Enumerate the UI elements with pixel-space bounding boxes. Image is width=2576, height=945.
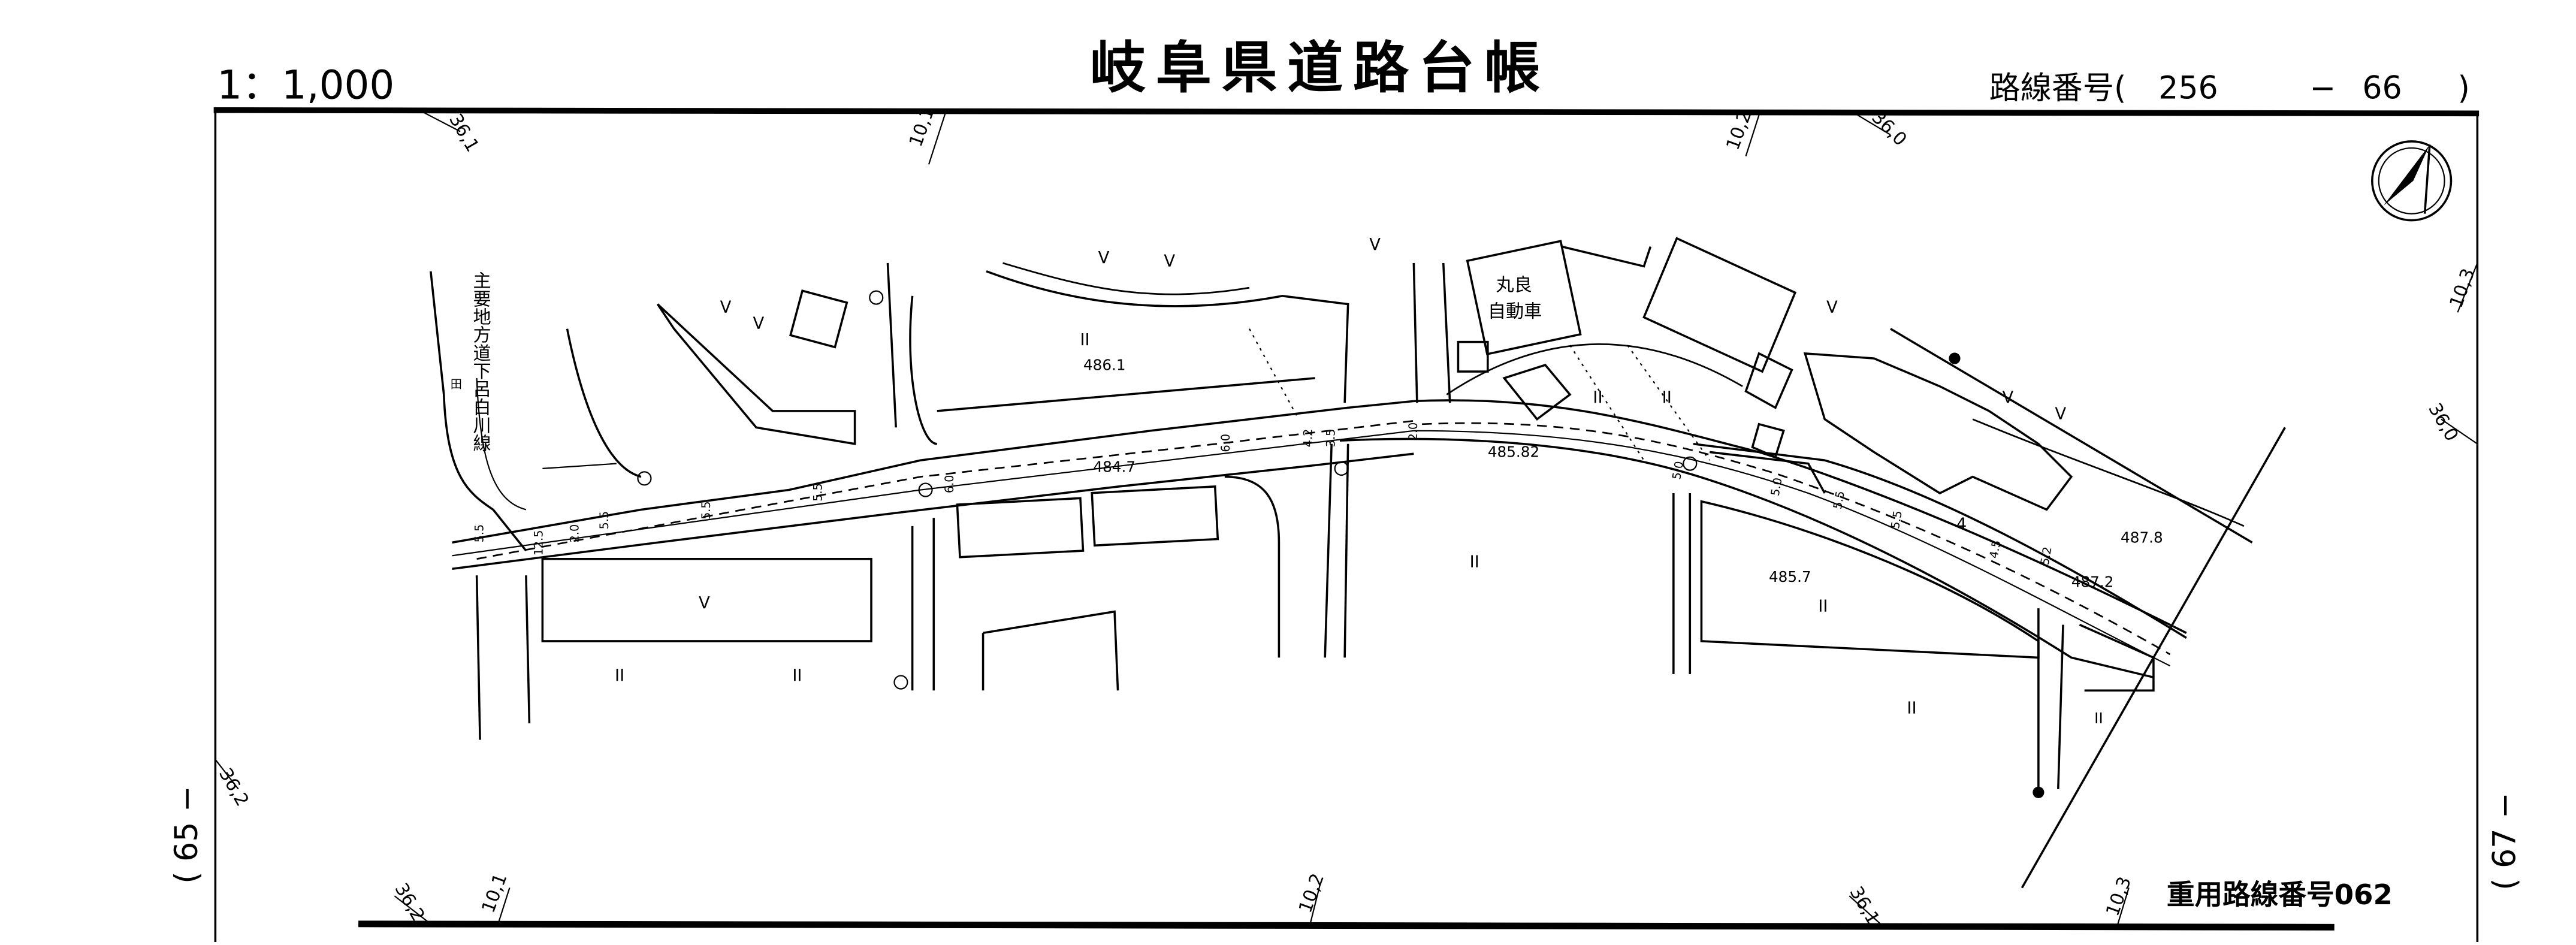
width-label: 2.0 [568, 524, 582, 543]
building-label-line1: 丸良 [1496, 275, 1532, 296]
width-label: 4.5 [1987, 539, 2004, 560]
grid-label: 36,2 [215, 765, 253, 810]
route-number-main: 256 [2158, 71, 2218, 107]
utility-markers [637, 290, 2045, 798]
grid-label: 10,2 [1295, 871, 1328, 916]
width-label: 12.5 [531, 530, 545, 556]
land-use-symbol: V [1369, 236, 1381, 254]
width-label: 5.2 [2038, 546, 2055, 566]
elevation-label: 484.7 [1093, 458, 1136, 475]
road-prefectural-route [452, 262, 2187, 789]
width-label: 3.5 [1324, 429, 1338, 448]
width-label: 6.0 [943, 475, 956, 494]
width-label: 4 [1956, 515, 1967, 533]
scale-label: 1：1,000 [217, 62, 394, 108]
route-number: 路線番号( 256 − 66 ) [1989, 71, 2470, 107]
width-label: 5.5 [597, 511, 611, 530]
field-symbol: 田 [451, 377, 462, 391]
width-label: 6.0 [1219, 434, 1233, 452]
adjacent-sheet-left: ( 65 − [169, 786, 205, 883]
land-use-symbol: II [1080, 331, 1089, 349]
width-label: 5.5 [1888, 509, 1905, 530]
elevation-labels: 486.1 484.7 485.82 485.7 487.8 487.2 [1083, 356, 2163, 590]
width-label: 5.5 [473, 524, 487, 543]
route-number-sub: 66 [2362, 71, 2402, 107]
land-use-symbol: II [2094, 709, 2103, 727]
land-use-symbol: V [720, 298, 732, 316]
route-number-close: ) [2457, 71, 2469, 107]
parcels [541, 237, 2286, 889]
width-label: 2.0 [1406, 422, 1420, 441]
width-label: 4.2 [1301, 429, 1315, 448]
land-use-symbol: V [1164, 252, 1175, 270]
adjacent-sheet-right: ( 67 − [2487, 792, 2523, 890]
land-use-symbol: II [1470, 552, 1479, 571]
grid-label: 10,1 [478, 871, 512, 916]
grid-label: 36,0 [2424, 400, 2462, 445]
land-use-symbol: V [753, 315, 765, 333]
building-label-line2: 自動車 [1488, 301, 1542, 322]
land-use-symbol: II [615, 666, 624, 685]
land-use-symbol: II [1662, 388, 1672, 407]
road-name-label: 主要地方道下呂白川線 [470, 271, 491, 452]
land-use-symbol: V [1098, 249, 1110, 267]
land-use-symbol: II [1818, 597, 1828, 616]
land-use-symbols: V V V V V V V V V II II II II II II II I… [451, 236, 2103, 727]
land-use-symbol: II [792, 666, 802, 685]
sheet-frame [213, 107, 2480, 942]
width-label: 5.5 [811, 483, 825, 502]
route-number-label: 路線番号( [1989, 71, 2127, 107]
land-use-symbol: V [2003, 388, 2014, 407]
north-arrow-icon [2371, 140, 2453, 222]
route-number-separator: − [2310, 71, 2336, 107]
land-use-symbol: V [2055, 405, 2066, 424]
duplicate-route-number: 重用路線番号062 [2167, 878, 2393, 911]
elevation-label: 487.8 [2121, 529, 2163, 546]
grid-label: 10,3 [2102, 874, 2136, 919]
width-dimensions: 5.5 12.5 2.0 5.5 5.5 5.5 6.0 6.0 4.2 3.5… [473, 422, 2055, 566]
elevation-label: 485.82 [1488, 443, 1539, 461]
elevation-label: 486.1 [1083, 356, 1126, 373]
elevation-label: 487.2 [2071, 573, 2114, 590]
sheet-title: 岐阜県道路台帳 [1090, 35, 1550, 100]
land-use-symbol: II [1907, 699, 1916, 718]
width-label: 5.0 [1768, 476, 1785, 497]
grid-label: 36,1 [445, 110, 483, 156]
road-old-route [430, 271, 642, 552]
width-label: 5.5 [699, 501, 713, 520]
land-use-symbol: V [699, 594, 710, 612]
elevation-label: 485.7 [1769, 568, 1811, 585]
land-use-symbol: V [1826, 298, 1838, 316]
grid-ticks [215, 109, 2478, 926]
width-label: 5.5 [1831, 490, 1847, 510]
land-use-symbol: II [1593, 388, 1602, 407]
